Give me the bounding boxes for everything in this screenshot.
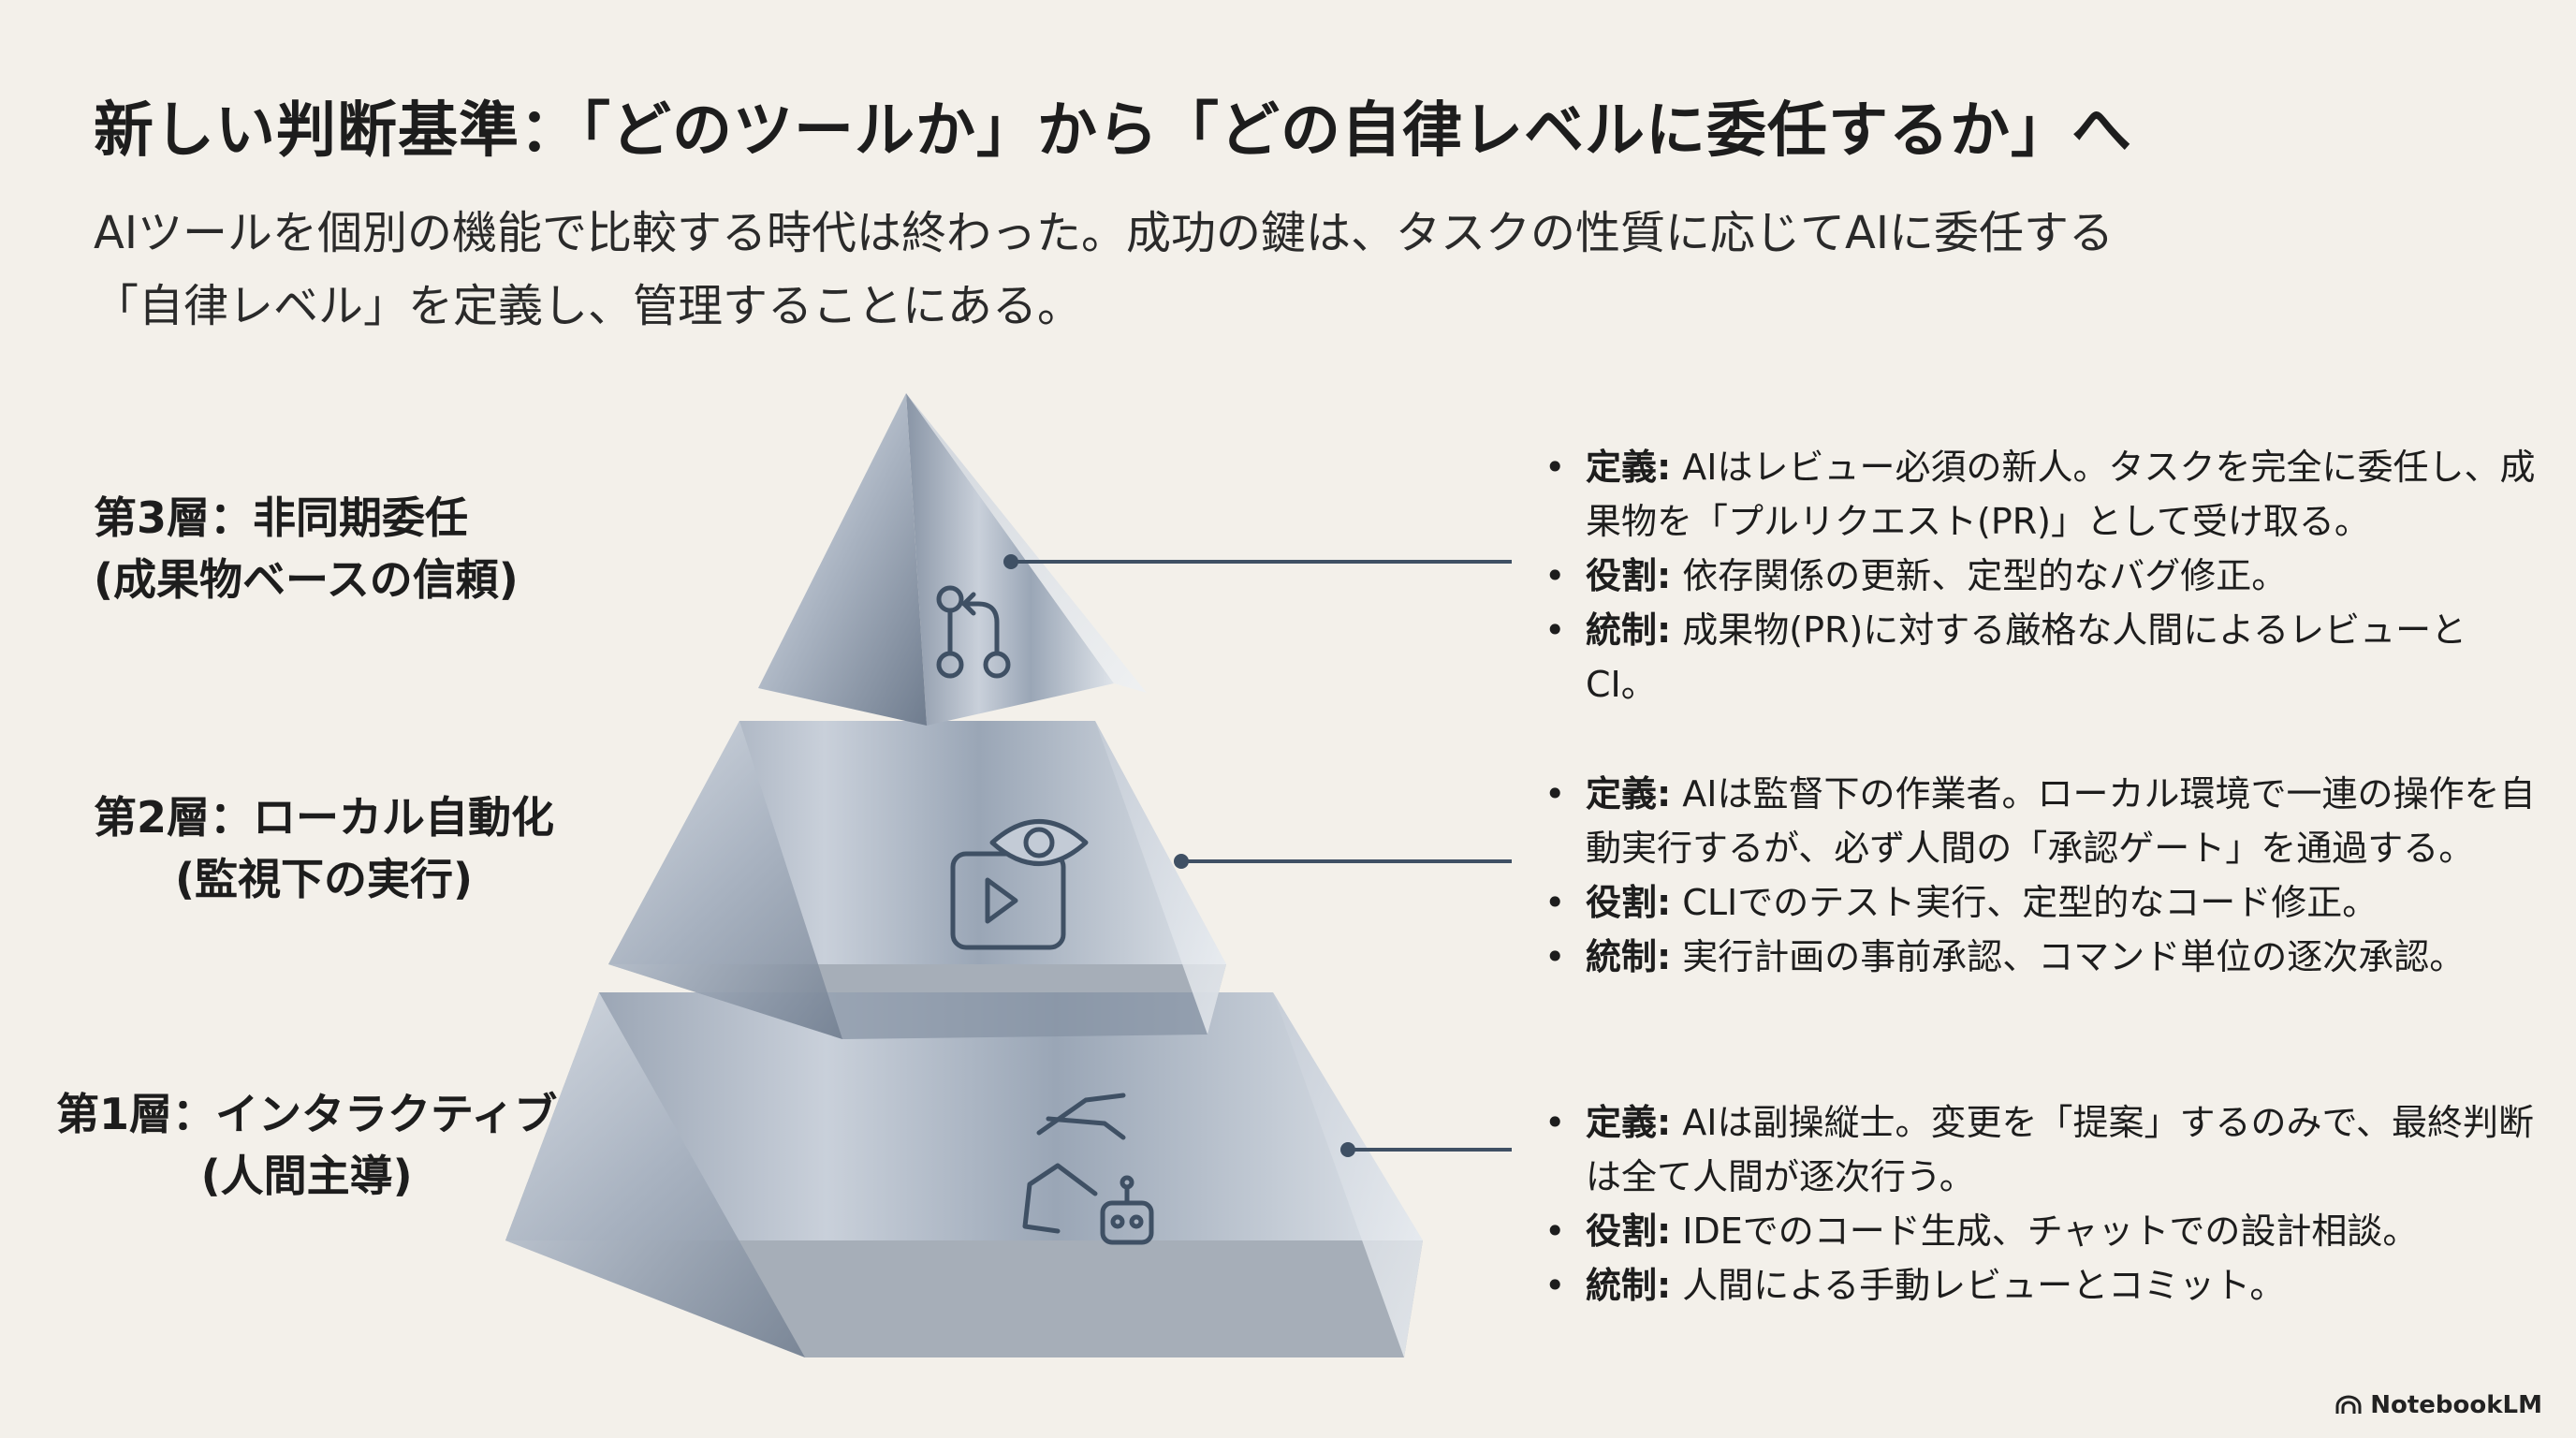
subtitle: AIツールを個別の機能で比較する時代は終わった。成功の鍵は、タスクの性質に応じて… xyxy=(94,197,2434,343)
layer-3-label: 第3層：非同期委任 (成果物ベースの信頼) xyxy=(94,487,519,610)
layer-1-title: 第1層：インタラクティブ xyxy=(56,1089,558,1139)
bullet-role: 役割: CLIでのテスト実行、定型的なコード修正。 xyxy=(1544,875,2537,930)
notebooklm-icon xyxy=(2335,1395,2362,1414)
layer-3-bullets: 定義: AIはレビュー必須の新人。タスクを完全に委任し、成果物を「プルリクエスト… xyxy=(1544,440,2537,712)
layer-3-subtitle: (成果物ベースの信頼) xyxy=(94,554,519,605)
layer-2-label: 第2層：ローカル自動化 (監視下の実行) xyxy=(94,786,554,910)
bullet-role: 役割: 依存関係の更新、定型的なバグ修正。 xyxy=(1544,549,2537,603)
connector-layer-3 xyxy=(1003,554,1512,569)
notebooklm-logo: NotebookLM xyxy=(2334,1391,2542,1419)
layer-2-bullets: 定義: AIは監督下の作業者。ローカル環境で一連の操作を自動実行するが、必ず人間… xyxy=(1544,767,2537,984)
bullet-control: 統制: 実行計画の事前承認、コマンド単位の逐次承認。 xyxy=(1544,930,2537,984)
connector-layer-1 xyxy=(1340,1142,1512,1157)
connector-layer-2 xyxy=(1174,854,1512,869)
layer-1-bullets: 定義: AIは副操縦士。変更を「提案」するのみで、最終判断は全て人間が逐次行う。… xyxy=(1544,1095,2537,1313)
layer-2-title: 第2層：ローカル自動化 xyxy=(94,792,555,843)
pyramid-tier-1 xyxy=(505,992,1423,1357)
logo-text: NotebookLM xyxy=(2370,1391,2542,1419)
hand-robot-icon xyxy=(1022,1093,1154,1245)
subtitle-line-1: AIツールを個別の機能で比較する時代は終わった。成功の鍵は、タスクの性質に応じて… xyxy=(94,207,2114,259)
page-title: 新しい判断基準：「どのツールか」から「どの自律レベルに委任するか」へ xyxy=(94,96,2132,166)
layer-1-subtitle: (人間主導) xyxy=(200,1151,413,1201)
pyramid-tier-2 xyxy=(608,721,1226,1039)
bullet-control: 統制: 人間による手動レビューとコミット。 xyxy=(1544,1258,2537,1313)
layer-2-subtitle: (監視下の実行) xyxy=(174,854,474,904)
bullet-definition: 定義: AIはレビュー必須の新人。タスクを完全に委任し、成果物を「プルリクエスト… xyxy=(1544,440,2537,549)
bullet-control: 統制: 成果物(PR)に対する厳格な人間によるレビューとCI。 xyxy=(1544,603,2537,712)
layer-3-title: 第3層：非同期委任 xyxy=(94,492,469,543)
eye-play-icon xyxy=(950,819,1089,950)
bullet-definition: 定義: AIは監督下の作業者。ローカル環境で一連の操作を自動実行するが、必ず人間… xyxy=(1544,767,2537,875)
bullet-role: 役割: IDEでのコード生成、チャットでの設計相談。 xyxy=(1544,1204,2537,1258)
subtitle-line-2: 「自律レベル」を定義し、管理することにある。 xyxy=(94,280,1083,332)
layer-1-label: 第1層：インタラクティブ (人間主導) xyxy=(56,1083,557,1207)
git-pull-request-icon xyxy=(936,585,1011,679)
bullet-definition: 定義: AIは副操縦士。変更を「提案」するのみで、最終判断は全て人間が逐次行う。 xyxy=(1544,1095,2537,1204)
